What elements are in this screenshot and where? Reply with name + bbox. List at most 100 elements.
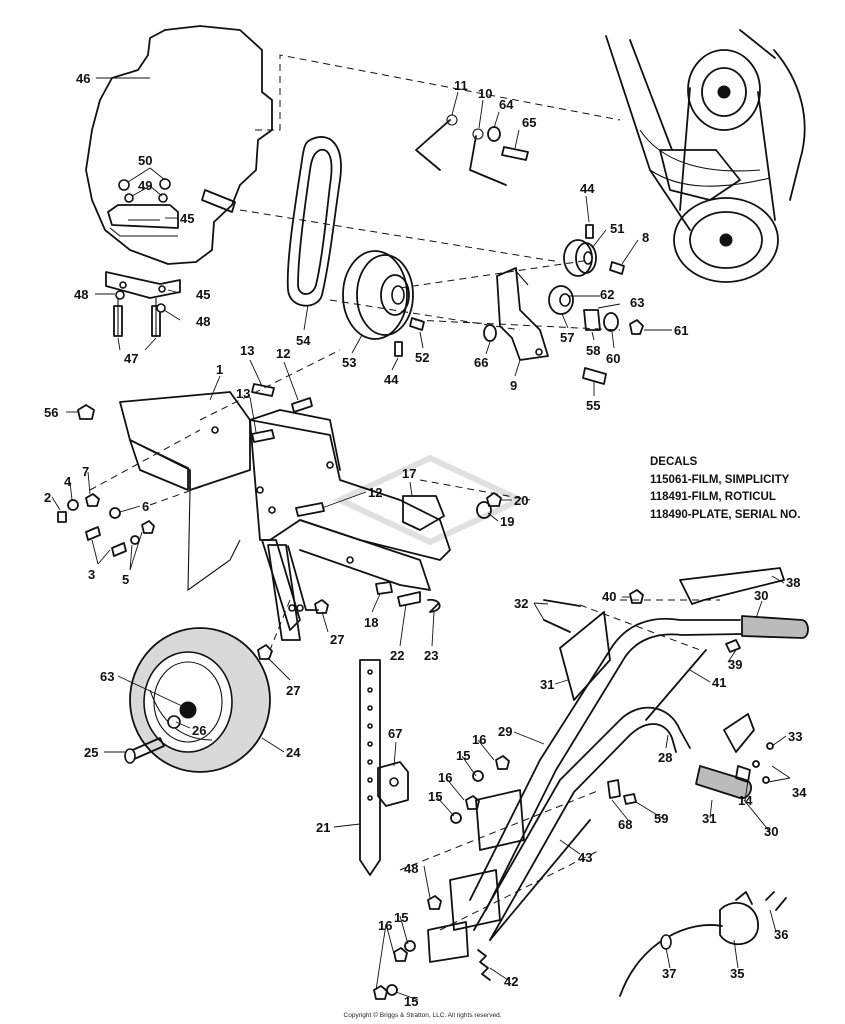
callout-13-top: 13 — [240, 343, 254, 358]
callout-61: 61 — [674, 323, 688, 338]
callout-41: 41 — [712, 675, 726, 690]
callout-23: 23 — [424, 648, 438, 663]
bracket-38 — [679, 567, 785, 605]
callout-18: 18 — [364, 615, 378, 630]
callout-66: 66 — [474, 355, 488, 370]
bolt-55 — [582, 367, 607, 385]
engine-outline — [85, 25, 273, 265]
bolt-13-left — [251, 429, 275, 443]
setscrew-44-lower — [394, 341, 403, 357]
callout-54: 54 — [296, 333, 311, 348]
callout-50: 50 — [138, 153, 152, 168]
callout-11: 11 — [454, 78, 468, 93]
rod-43 — [489, 819, 591, 941]
cable-37 — [619, 924, 723, 997]
callout-31-left: 31 — [540, 677, 554, 692]
bracket-31-left — [559, 611, 611, 701]
hairpin-23 — [427, 598, 441, 613]
key-8 — [609, 261, 625, 275]
callout-58: 58 — [586, 343, 600, 358]
screw-39 — [725, 639, 741, 653]
engine-mount-plate-45 — [105, 271, 181, 337]
callout-16-a: 16 — [472, 732, 486, 747]
decals-heading: DECALS — [650, 456, 698, 468]
callout-35: 35 — [730, 966, 744, 981]
callout-55: 55 — [586, 398, 600, 413]
callout-labels: 46 50 49 45 48 45 48 47 11 10 64 65 44 5… — [44, 71, 807, 1009]
grip-30-top — [741, 615, 809, 639]
callout-63-top: 63 — [630, 295, 644, 310]
callout-38: 38 — [786, 575, 800, 590]
callout-40: 40 — [602, 589, 616, 604]
callout-63-wheel: 63 — [100, 669, 114, 684]
small-hardware-2-7 — [57, 493, 155, 557]
callout-28: 28 — [658, 750, 672, 765]
spring-42 — [477, 949, 491, 981]
callout-12-mid: 12 — [368, 485, 382, 500]
callout-36: 36 — [774, 927, 788, 942]
callout-22: 22 — [390, 648, 404, 663]
handle-hardware-15-16-48 — [373, 755, 510, 1000]
callout-68: 68 — [618, 817, 632, 832]
decals-list: DECALS 115061-FILM, SIMPLICITY 118491-FI… — [650, 454, 800, 524]
callout-48-right: 48 — [196, 314, 210, 329]
bearing-57 — [548, 285, 574, 315]
hub-63-26 — [167, 701, 197, 729]
washer-60 — [603, 312, 619, 332]
callout-65: 65 — [522, 115, 536, 130]
callout-12-top: 12 — [276, 346, 290, 361]
callout-30-top: 30 — [754, 588, 768, 603]
callout-37: 37 — [662, 966, 676, 981]
belt-guide-11 — [415, 114, 458, 171]
idler-pulley-51 — [563, 239, 597, 277]
callout-10: 10 — [478, 86, 492, 101]
callout-32: 32 — [514, 596, 528, 611]
callout-31-right: 31 — [702, 811, 716, 826]
watermark-logo — [332, 454, 528, 546]
callout-52: 52 — [415, 350, 429, 365]
callout-43: 43 — [578, 850, 592, 865]
callout-3: 3 — [88, 567, 95, 582]
callout-15-a: 15 — [456, 748, 470, 763]
bolt-18 — [375, 581, 393, 595]
callout-59: 59 — [654, 811, 668, 826]
callout-26: 26 — [192, 723, 206, 738]
bolt-12-top — [291, 397, 313, 413]
drive-belt-54 — [286, 136, 342, 307]
decal-item: 118491-FILM, ROTICUL — [650, 491, 776, 503]
clip-14 — [735, 765, 751, 783]
callout-21: 21 — [316, 820, 330, 835]
callout-7: 7 — [82, 464, 89, 479]
callout-15-c: 15 — [394, 910, 408, 925]
bolt-13-top — [251, 383, 275, 397]
nut-68 — [607, 779, 621, 799]
depth-bar-21 — [359, 659, 381, 876]
nut-27-lower — [257, 644, 273, 660]
callout-42: 42 — [504, 974, 518, 989]
nut-27-upper — [314, 599, 329, 614]
idler-bracket-9 — [496, 267, 549, 361]
washer-64 — [487, 126, 501, 142]
bolt-65 — [501, 146, 529, 161]
callout-15-b: 15 — [428, 789, 442, 804]
callout-45-upper: 45 — [180, 211, 194, 226]
callout-1: 1 — [216, 362, 223, 377]
pin-22 — [397, 591, 421, 607]
decal-item: 115061-FILM, SIMPLICITY — [650, 473, 790, 486]
callout-47: 47 — [124, 351, 138, 366]
callout-44-lower: 44 — [384, 372, 399, 387]
callout-53: 53 — [342, 355, 356, 370]
key-52 — [409, 317, 425, 331]
callout-39: 39 — [728, 657, 742, 672]
nut-40 — [629, 589, 644, 604]
callout-2: 2 — [44, 490, 51, 505]
spacer-58 — [583, 309, 601, 331]
callout-48-left: 48 — [74, 287, 88, 302]
callout-25: 25 — [84, 745, 98, 760]
belt-guide-10 — [469, 128, 507, 186]
drive-pulley-53 — [342, 250, 414, 340]
callout-56: 56 — [44, 405, 58, 420]
callout-29: 29 — [498, 724, 512, 739]
tire-24 — [129, 627, 271, 773]
decal-item: 118490-PLATE, SERIAL NO. — [650, 508, 801, 521]
